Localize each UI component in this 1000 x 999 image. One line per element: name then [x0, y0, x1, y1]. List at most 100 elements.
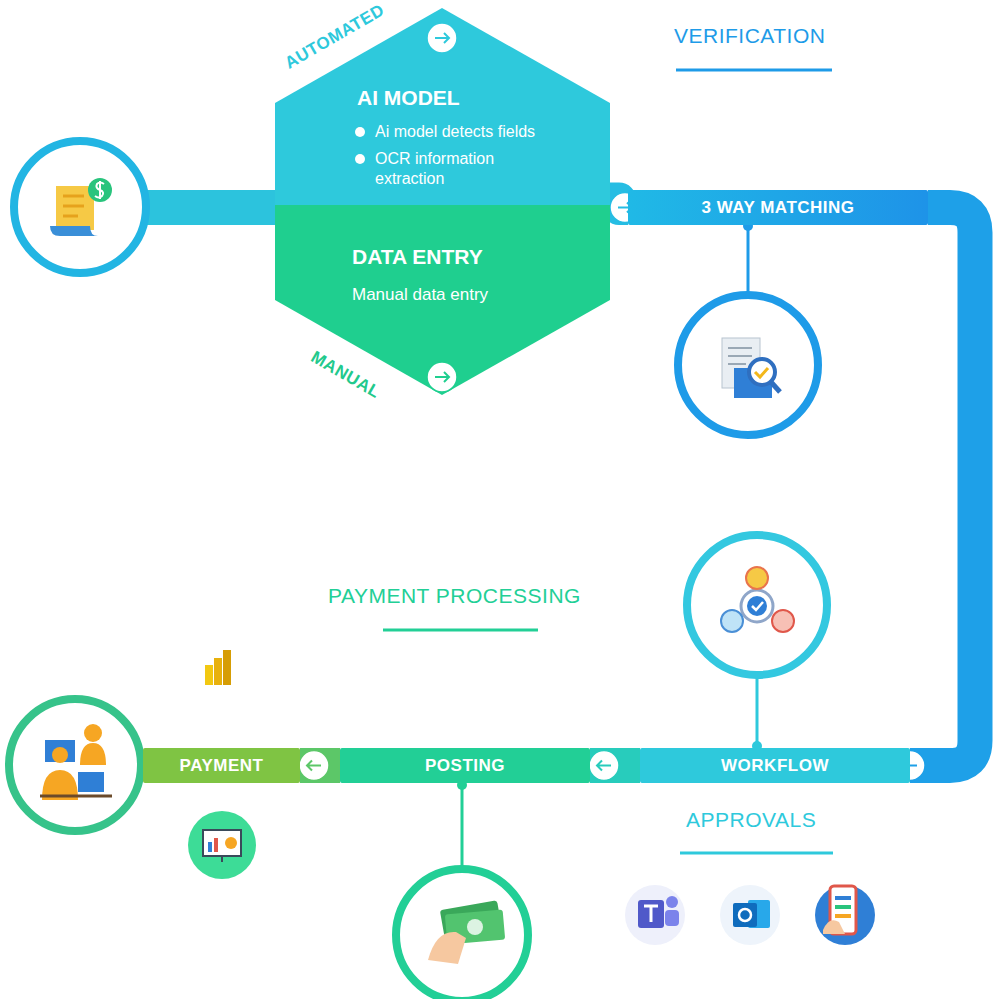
- illustration-stroke: [733, 903, 757, 927]
- arrow-head: [427, 362, 457, 392]
- illustration-stroke: [638, 900, 664, 928]
- bullet-item: Ai model detects fields: [355, 122, 590, 142]
- arrow-ring: [427, 362, 457, 392]
- illustration-stroke: [223, 650, 231, 685]
- report-icon: [205, 650, 231, 685]
- section-label: APPROVALS: [686, 808, 816, 832]
- illustration-stroke: [772, 610, 794, 632]
- section-label: VERIFICATION: [674, 24, 825, 48]
- illustration-stroke: [188, 811, 256, 879]
- illustration-stroke: [728, 355, 752, 357]
- illustration-stroke: [739, 909, 751, 921]
- illustration-stroke: [835, 914, 851, 918]
- dashboard-icon: [188, 811, 256, 879]
- illustration-stroke: [665, 910, 679, 926]
- arrow-ring: [589, 751, 619, 781]
- illustration-stroke: [728, 363, 746, 365]
- body-text: Manual data entry: [352, 285, 488, 305]
- illustration-stroke: [225, 837, 237, 849]
- illustration-stroke: [728, 347, 752, 349]
- illustration-stroke: [140, 190, 290, 225]
- illustration-stroke: [203, 830, 241, 856]
- flow-pipe: [895, 208, 975, 781]
- arrow-mark: [435, 372, 449, 382]
- flow-pipe: [299, 751, 340, 781]
- illustration-stroke: [678, 295, 818, 435]
- illustration-stroke: [208, 842, 212, 852]
- process-band: POSTING: [340, 748, 590, 783]
- illustration-stroke: [747, 596, 767, 616]
- illustration-stroke: [205, 665, 213, 685]
- section-heading: DATA ENTRY: [352, 245, 483, 269]
- illustration-stroke: [45, 740, 75, 762]
- illustration-stroke: [755, 368, 768, 377]
- arrow-head: [427, 23, 457, 53]
- illustration-stroke: [50, 226, 98, 236]
- bullet-item: OCR information extraction: [355, 149, 555, 189]
- arrow-mark: [307, 761, 321, 771]
- illustration-stroke: [747, 225, 750, 292]
- arrow-head: [589, 751, 619, 781]
- arrow-mark: [435, 33, 449, 43]
- pipe-stroke: [910, 208, 975, 766]
- pipe-stroke: [300, 748, 340, 783]
- arrow-head: [299, 751, 329, 781]
- illustration-stroke: [396, 869, 528, 999]
- band-label: PAYMENT: [158, 756, 286, 776]
- band-label: 3 WAY MATCHING: [679, 198, 876, 218]
- illustration-stroke: [63, 205, 84, 208]
- hexagon-half: AUTOMATEDAI MODELAi model detects fields…: [275, 8, 610, 205]
- posting-icon-circle: [396, 780, 528, 999]
- illustration-stroke: [80, 743, 106, 765]
- illustration-stroke: [720, 885, 780, 945]
- illustration-stroke: [214, 658, 222, 685]
- illustration-stroke: [52, 747, 68, 763]
- process-band: PAYMENT: [143, 748, 300, 783]
- illustration-stroke: [78, 772, 104, 792]
- teams-icon: [625, 885, 685, 945]
- illustration-stroke: [687, 535, 827, 675]
- illustration-stroke: [221, 856, 223, 862]
- hexagon-half: DATA ENTRYManual data entryMANUAL: [275, 205, 610, 397]
- band-label: WORKFLOW: [699, 756, 851, 776]
- flow-pipe: [589, 751, 640, 781]
- section-heading: AI MODEL: [357, 86, 460, 110]
- illustration-stroke: [40, 795, 112, 798]
- illustration-stroke: [428, 932, 466, 964]
- arrow-ring: [427, 23, 457, 53]
- illustration-stroke: [721, 610, 743, 632]
- illustration-stroke: [9, 699, 141, 831]
- process-band: WORKFLOW: [640, 748, 910, 783]
- illustration-stroke: [741, 590, 773, 622]
- illustration-stroke: [63, 215, 78, 218]
- illustration-stroke: [14, 141, 146, 273]
- matching-icon-circle: [678, 221, 818, 435]
- illustration-stroke: [461, 783, 464, 870]
- payment-icon-circle: [9, 699, 141, 831]
- illustration-stroke: [214, 838, 218, 852]
- outlook-icon: [720, 885, 780, 945]
- illustration-stroke: [676, 69, 832, 72]
- illustration-stroke: [835, 905, 851, 909]
- workflow-icon-circle: [687, 535, 827, 751]
- section-label: PAYMENT PROCESSING: [328, 584, 581, 608]
- illustration-stroke: [756, 676, 759, 748]
- invoice-icon-circle: [14, 141, 290, 273]
- illustration-stroke: [680, 852, 833, 855]
- mode-label: MANUAL: [307, 347, 383, 403]
- illustration-stroke: [88, 178, 112, 202]
- illustration-stroke: [63, 195, 84, 198]
- illustration-stroke: [625, 885, 685, 945]
- illustration-stroke: [84, 724, 102, 742]
- illustration-stroke: [749, 359, 775, 385]
- illustration-stroke: [95, 181, 104, 199]
- illustration-stroke: [815, 885, 875, 945]
- arrow-ring: [299, 751, 329, 781]
- pipe-stroke: [590, 748, 640, 783]
- illustration-stroke: [823, 920, 845, 934]
- illustration-stroke: [771, 382, 780, 392]
- illustration-stroke: [467, 919, 483, 935]
- illustration-stroke: [383, 629, 538, 632]
- illustration-stroke: [835, 896, 851, 900]
- illustration-stroke: [666, 896, 678, 908]
